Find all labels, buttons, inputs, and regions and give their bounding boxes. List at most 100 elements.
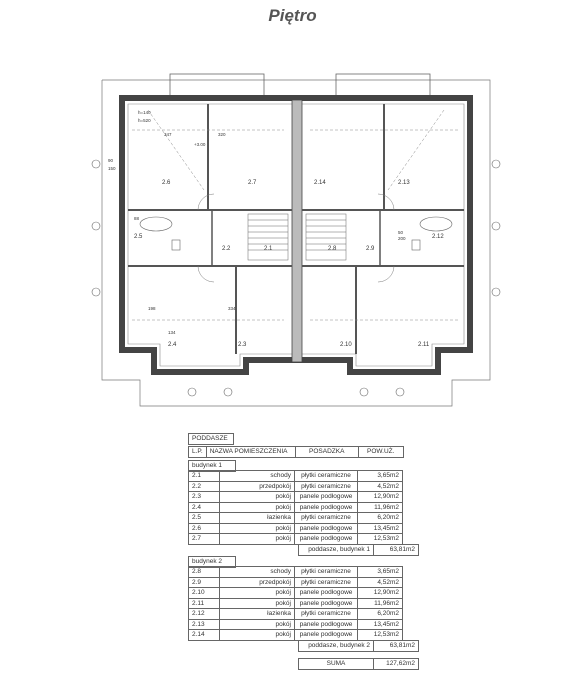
table-cell: przedpokój: [219, 576, 295, 588]
room-label: 2.4: [168, 342, 177, 348]
table-cell: 2.6: [188, 522, 220, 534]
dim-label: 198: [148, 306, 156, 311]
table-cell: panele podłogowe: [294, 597, 358, 609]
roof-outline: [101, 79, 491, 407]
col-area: POW.UŻ.: [357, 446, 404, 458]
dim-label: +3.00: [194, 142, 206, 147]
table-cell: 2.11: [188, 597, 220, 609]
table-cell: pokój: [219, 629, 295, 641]
stairs-b1: [247, 213, 289, 261]
table-cell: 2.7: [188, 533, 220, 545]
table-cell: schody: [219, 470, 295, 482]
table-cell: 63,81m2: [373, 544, 419, 556]
table-cell: łazienka: [219, 512, 295, 524]
room-label: 2.9: [366, 246, 375, 252]
table-cell: pokój: [219, 618, 295, 630]
table-title: PODDASZE: [188, 433, 234, 445]
table-cell: 2.12: [188, 608, 220, 620]
dim-label: 88: [134, 216, 140, 221]
page-title: Piętro: [268, 6, 317, 25]
table-cell: 2.3: [188, 491, 220, 503]
table-cell: płytki ceramiczne: [294, 480, 358, 492]
table-cell: 12,53m2: [357, 533, 403, 545]
table-cell: pokój: [219, 597, 295, 609]
window-frame: [335, 73, 431, 99]
bathtub: [139, 216, 173, 232]
table-cell: 3,65m2: [357, 566, 403, 578]
table-cell: 12,53m2: [357, 629, 403, 641]
table-cell: 63,81m2: [373, 640, 419, 652]
dim-label: 334: [228, 306, 236, 311]
table-cell: panele podłogowe: [294, 618, 358, 630]
bathtub: [419, 216, 453, 232]
room-label: 2.12: [432, 234, 444, 240]
party-wall: [291, 99, 303, 363]
table-cell: płytki ceramiczne: [294, 512, 358, 524]
slope-lines: [132, 109, 460, 321]
room-label: 2.7: [248, 180, 257, 186]
stairs-b2: [305, 213, 347, 261]
table-cell: przedpokój: [219, 480, 295, 492]
table-cell: pokój: [219, 533, 295, 545]
col-name: NAZWA POMIESZCZENIA: [205, 446, 296, 458]
outer-wall: [119, 95, 473, 375]
table-cell: 4,52m2: [357, 576, 403, 588]
table-cell: pokój: [219, 522, 295, 534]
sum-value: 127,62m2: [373, 658, 419, 670]
table-cell: panele podłogowe: [294, 533, 358, 545]
table-cell: łazienka: [219, 608, 295, 620]
table-cell: płytki ceramiczne: [294, 608, 358, 620]
dim-label: h=520: [138, 118, 151, 123]
table-cell: schody: [219, 566, 295, 578]
dim-label: h=140: [138, 110, 151, 115]
table-cell: 2.13: [188, 618, 220, 630]
table-cell: płytki ceramiczne: [294, 566, 358, 578]
table-cell: poddasze, budynek 1: [298, 544, 374, 556]
table-cell: 2.14: [188, 629, 220, 641]
table-cell: panele podłogowe: [294, 587, 358, 599]
toilet: [171, 239, 181, 251]
room-label: 2.11: [418, 342, 430, 348]
room-label: 2.6: [162, 180, 171, 186]
dim-label: 90: [108, 158, 114, 163]
col-lp: L.P.: [188, 446, 207, 458]
room-label: 2.13: [398, 180, 410, 186]
window-frame: [169, 73, 265, 99]
table-cell: panele podłogowe: [294, 501, 358, 513]
table-heading: PODDASZE: [188, 433, 234, 445]
table-cell: 2.4: [188, 501, 220, 513]
table-cell: 6,20m2: [357, 608, 403, 620]
dim-label: 150: [108, 166, 116, 171]
table-cell: 13,45m2: [357, 618, 403, 630]
table-cell: pokój: [219, 587, 295, 599]
table-cell: 11,96m2: [357, 501, 403, 513]
table-cell: płytki ceramiczne: [294, 576, 358, 588]
room-label: 2.3: [238, 342, 247, 348]
room-label: 2.2: [222, 246, 231, 252]
door-swing: [197, 193, 215, 211]
dim-label: 320: [218, 132, 226, 137]
table-cell: płytki ceramiczne: [294, 470, 358, 482]
room-label: 2.5: [134, 234, 143, 240]
table-cell: 2.1: [188, 470, 220, 482]
table-cell: 6,20m2: [357, 512, 403, 524]
table-cell: 12,90m2: [357, 587, 403, 599]
dim-label: 134: [168, 330, 176, 335]
dim-label: 347: [164, 132, 172, 137]
table-cell: 3,65m2: [357, 470, 403, 482]
dim-label: 50: [398, 230, 404, 235]
sum-label: SUMA: [298, 658, 374, 670]
table-cell: 13,45m2: [357, 522, 403, 534]
